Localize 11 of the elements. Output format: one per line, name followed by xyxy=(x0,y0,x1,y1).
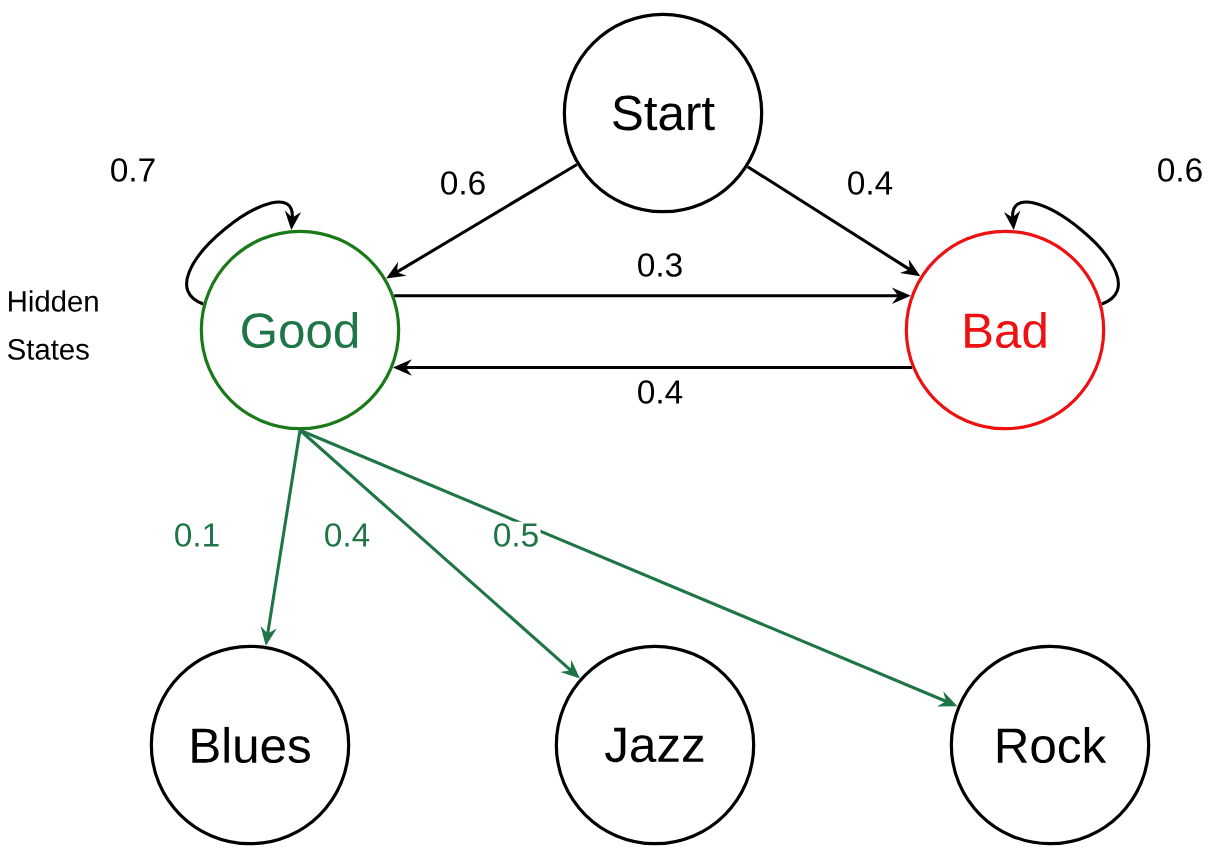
edge-label: 0.5 xyxy=(491,521,541,549)
edge-label: 0.6 xyxy=(438,169,488,197)
edge-label: 0.6 xyxy=(1155,156,1205,184)
edge-label: 0.4 xyxy=(322,521,372,549)
edge-label: 0.4 xyxy=(845,169,895,197)
arrow xyxy=(185,200,302,306)
edge-label: 0.4 xyxy=(635,378,685,406)
edge-label: 0.3 xyxy=(635,251,685,279)
edge-label: 0.1 xyxy=(172,521,222,549)
annotation-text: Hidden States xyxy=(8,290,98,360)
edge-label: 0.7 xyxy=(108,156,158,184)
